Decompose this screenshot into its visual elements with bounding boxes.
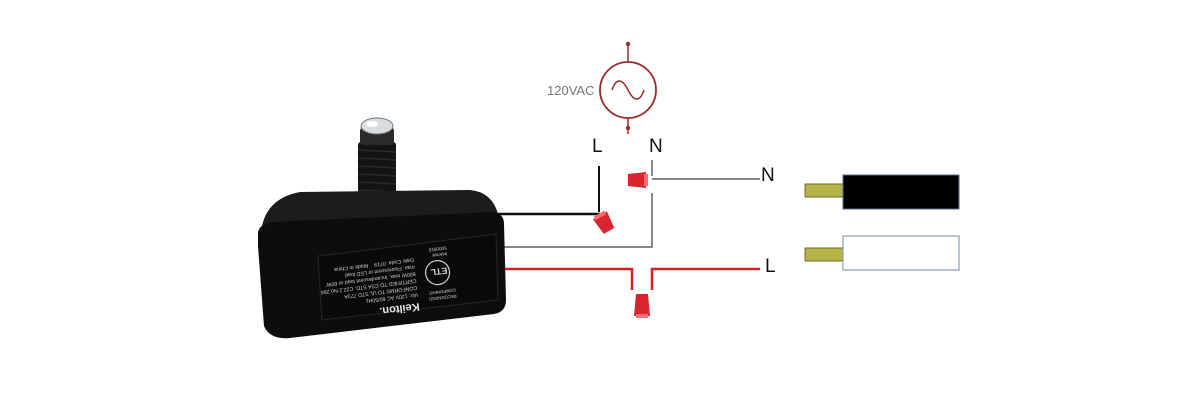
device-spec-6: Date Code: 0719 — [374, 256, 415, 267]
device-neutral-wire — [496, 193, 653, 248]
sensor-lens-highlight — [366, 121, 378, 127]
device-label: Keilton. Vin: 120V AC 60/50Hz CONFORMS T… — [317, 233, 499, 321]
device-stem — [358, 142, 396, 204]
cert-text-2: 5000919 — [428, 245, 447, 252]
source-neutral-label: N — [649, 136, 663, 157]
wire-nut-red — [634, 294, 650, 318]
device-brand: Keilton. — [379, 300, 421, 317]
source-voltage-label: 120VAC — [547, 83, 594, 98]
device-spec-7: Made in China — [334, 262, 369, 272]
ac-source: 120VAC — [547, 41, 657, 134]
source-line-label: L — [592, 136, 603, 157]
recognized-text-1: RECOGNIZED — [429, 293, 457, 301]
device-red-wire — [496, 267, 634, 290]
source-bottom-dot — [625, 125, 631, 131]
sensor-lens — [360, 117, 394, 135]
fixture-line-red-wire — [650, 267, 760, 290]
source-top-dot — [625, 41, 631, 47]
recognized-text-2: COMPONENT — [428, 288, 456, 296]
photocell-device: Keilton. Vin: 120V AC 60/50Hz CONFORMS T… — [258, 117, 506, 339]
source-circle — [599, 61, 657, 119]
etl-mark-text: ETL — [429, 265, 448, 277]
sine-wave-icon — [611, 80, 645, 100]
fixture-black-wire — [804, 174, 960, 210]
fixture-line-label: L — [765, 256, 776, 277]
cert-text-1: Intertek — [431, 251, 448, 258]
wire-nut-line — [593, 210, 615, 234]
fixture-neutral-label: N — [761, 165, 775, 186]
wire-nut-neutral — [628, 172, 648, 188]
etl-mark-icon — [424, 260, 451, 286]
fixture-white-wire — [804, 235, 960, 271]
